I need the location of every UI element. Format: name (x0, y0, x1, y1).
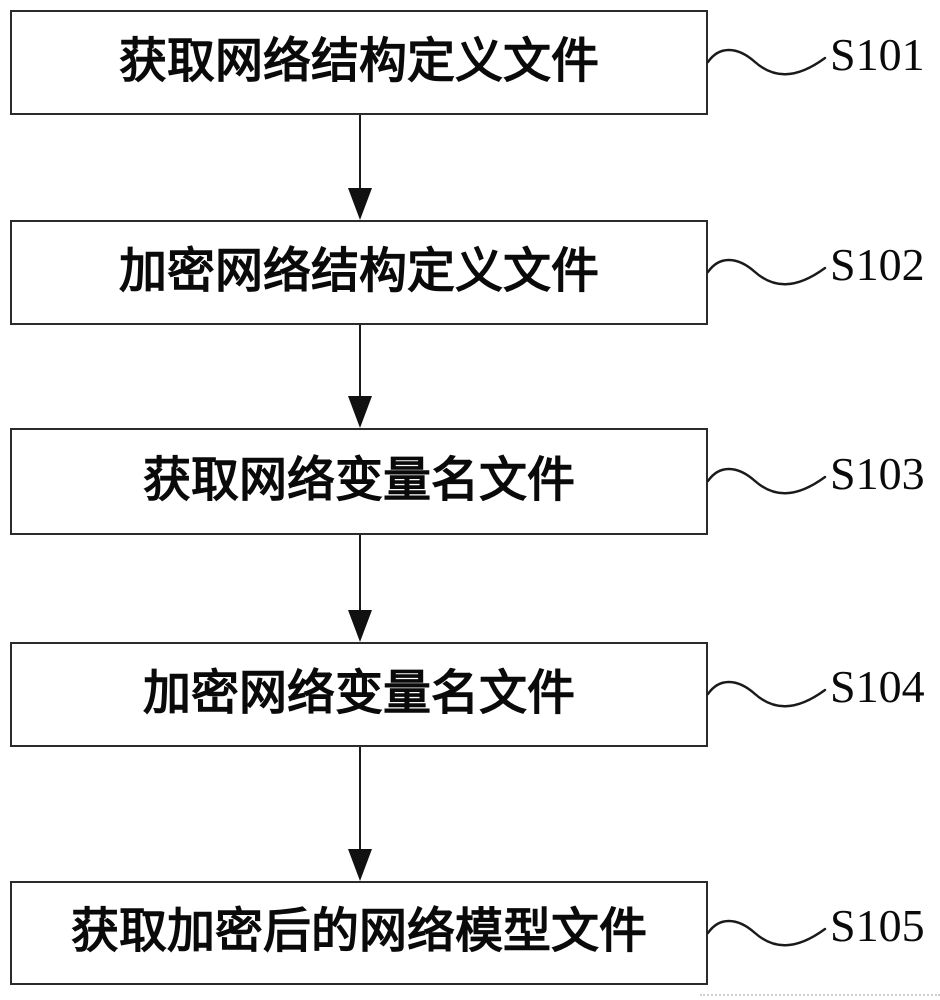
step-label-s101: S101 (830, 29, 925, 80)
step-text-s103: 获取网络变量名文件 (142, 451, 575, 508)
arrow-shaft (359, 747, 361, 851)
step-box-s105: 获取加密后的网络模型文件 (10, 881, 708, 985)
squiggle-connector-s105 (707, 919, 827, 947)
step-text-s102: 加密网络结构定义文件 (118, 242, 599, 299)
arrow-shaft (359, 535, 361, 612)
squiggle-connector-s101 (707, 48, 827, 76)
step-box-s103: 获取网络变量名文件 (10, 428, 708, 535)
arrow-head-icon (348, 396, 372, 428)
arrow-shaft (359, 115, 361, 190)
step-box-s104: 加密网络变量名文件 (10, 642, 708, 747)
step-text-s101: 获取网络结构定义文件 (118, 32, 599, 89)
step-text-s104: 加密网络变量名文件 (142, 664, 575, 721)
squiggle-connector-s102 (707, 258, 827, 286)
step-label-s105: S105 (830, 900, 925, 951)
flow-arrow-1 (347, 115, 373, 220)
arrow-head-icon (348, 610, 372, 642)
arrow-head-icon (348, 849, 372, 881)
arrow-head-icon (348, 188, 372, 220)
flow-arrow-2 (347, 325, 373, 428)
arrow-shaft (359, 325, 361, 398)
step-label-s102: S102 (830, 239, 925, 290)
squiggle-connector-s104 (707, 680, 827, 708)
step-label-s104: S104 (830, 661, 925, 712)
step-label-s103: S103 (830, 448, 925, 499)
step-text-s105: 获取加密后的网络模型文件 (70, 903, 647, 959)
step-box-s101: 获取网络结构定义文件 (10, 10, 708, 115)
squiggle-connector-s103 (707, 467, 827, 495)
flow-arrow-4 (347, 747, 373, 881)
flow-arrow-3 (347, 535, 373, 642)
scan-artifact-line (700, 994, 940, 996)
step-box-s102: 加密网络结构定义文件 (10, 220, 708, 325)
